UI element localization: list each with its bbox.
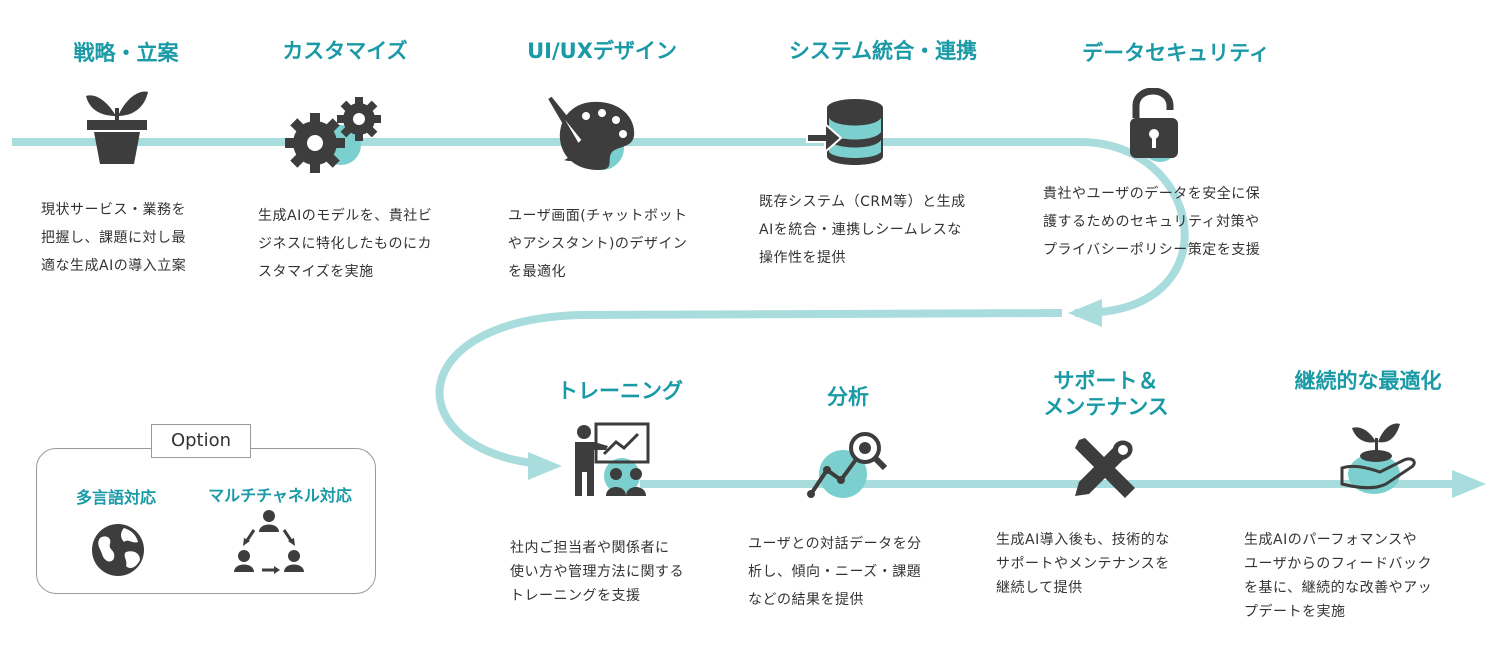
step-8-description: 生成AI導入後も、技術的な サポートやメンテナンスを 継続して提供 <box>996 532 1170 596</box>
database-icon <box>806 99 883 165</box>
step-8-title-line2: メンテナンス <box>1043 395 1169 419</box>
multichannel-title: マルチチャネル対応 <box>208 486 352 505</box>
flow-arrowhead <box>528 452 562 480</box>
step-8-title-line1: サポート＆ <box>1053 369 1159 393</box>
step-7-description: ユーザとの対話データを分 析し、傾向・ニーズ・課題 などの結果を提供 <box>748 536 922 608</box>
globe-icon <box>92 524 144 576</box>
gears-icon <box>285 97 381 173</box>
option-label: Option <box>151 424 251 458</box>
step-4-description: 既存システム（CRM等）と生成 AIを統合・連携しシームレスな 操作性を提供 <box>759 194 966 266</box>
flow-arrowhead <box>1068 299 1102 327</box>
flow-line <box>12 138 1189 317</box>
step-8-title: サポート＆ メンテナンス <box>1043 368 1169 420</box>
step-5-title: データセキュリティ <box>1082 41 1270 65</box>
step-3-title: UI/UXデザイン <box>527 39 677 63</box>
multichannel-icon <box>234 510 304 574</box>
flow-line <box>435 309 1063 468</box>
palette-icon <box>548 96 635 170</box>
option-panel <box>36 448 376 594</box>
step-1-title: 戦略・立案 <box>73 41 179 65</box>
padlock-icon <box>1130 88 1178 162</box>
presentation-icon <box>574 422 650 496</box>
tools-icon <box>1075 438 1135 498</box>
step-4-title: システム統合・連携 <box>788 39 978 63</box>
step-9-title: 継続的な最適化 <box>1294 369 1442 393</box>
step-9-description: 生成AIのパーフォマンスや ユーザからのフィードバック を基に、継続的な改善やア… <box>1244 532 1433 620</box>
step-6-title: トレーニング <box>557 379 683 403</box>
plant-pot-icon <box>86 91 148 164</box>
step-6-description: 社内ご担当者や関係者に 使い方や管理方法に関する トレーニングを支援 <box>510 540 684 604</box>
step-3-description: ユーザ画面(チャットボット やアシスタント)のデザイン を最適化 <box>508 208 688 280</box>
step-7-title: 分析 <box>827 385 869 409</box>
step-5-description: 貴社やユーザのデータを安全に保 護するためのセキュリティ対策や プライバシーポリ… <box>1043 186 1261 258</box>
step-2-description: 生成AIのモデルを、貴社ビ ジネスに特化したものにカ スタマイズを実施 <box>258 208 433 280</box>
flow-arrowhead <box>1452 470 1486 498</box>
step-1-description: 現状サービス・業務を 把握し、課題に対し最 適な生成AIの導入立案 <box>41 202 187 274</box>
hand-sprout-icon <box>1340 423 1416 494</box>
step-2-title: カスタマイズ <box>282 39 408 63</box>
analysis-chart-icon <box>807 432 887 498</box>
multilingual-title: 多言語対応 <box>75 488 157 507</box>
